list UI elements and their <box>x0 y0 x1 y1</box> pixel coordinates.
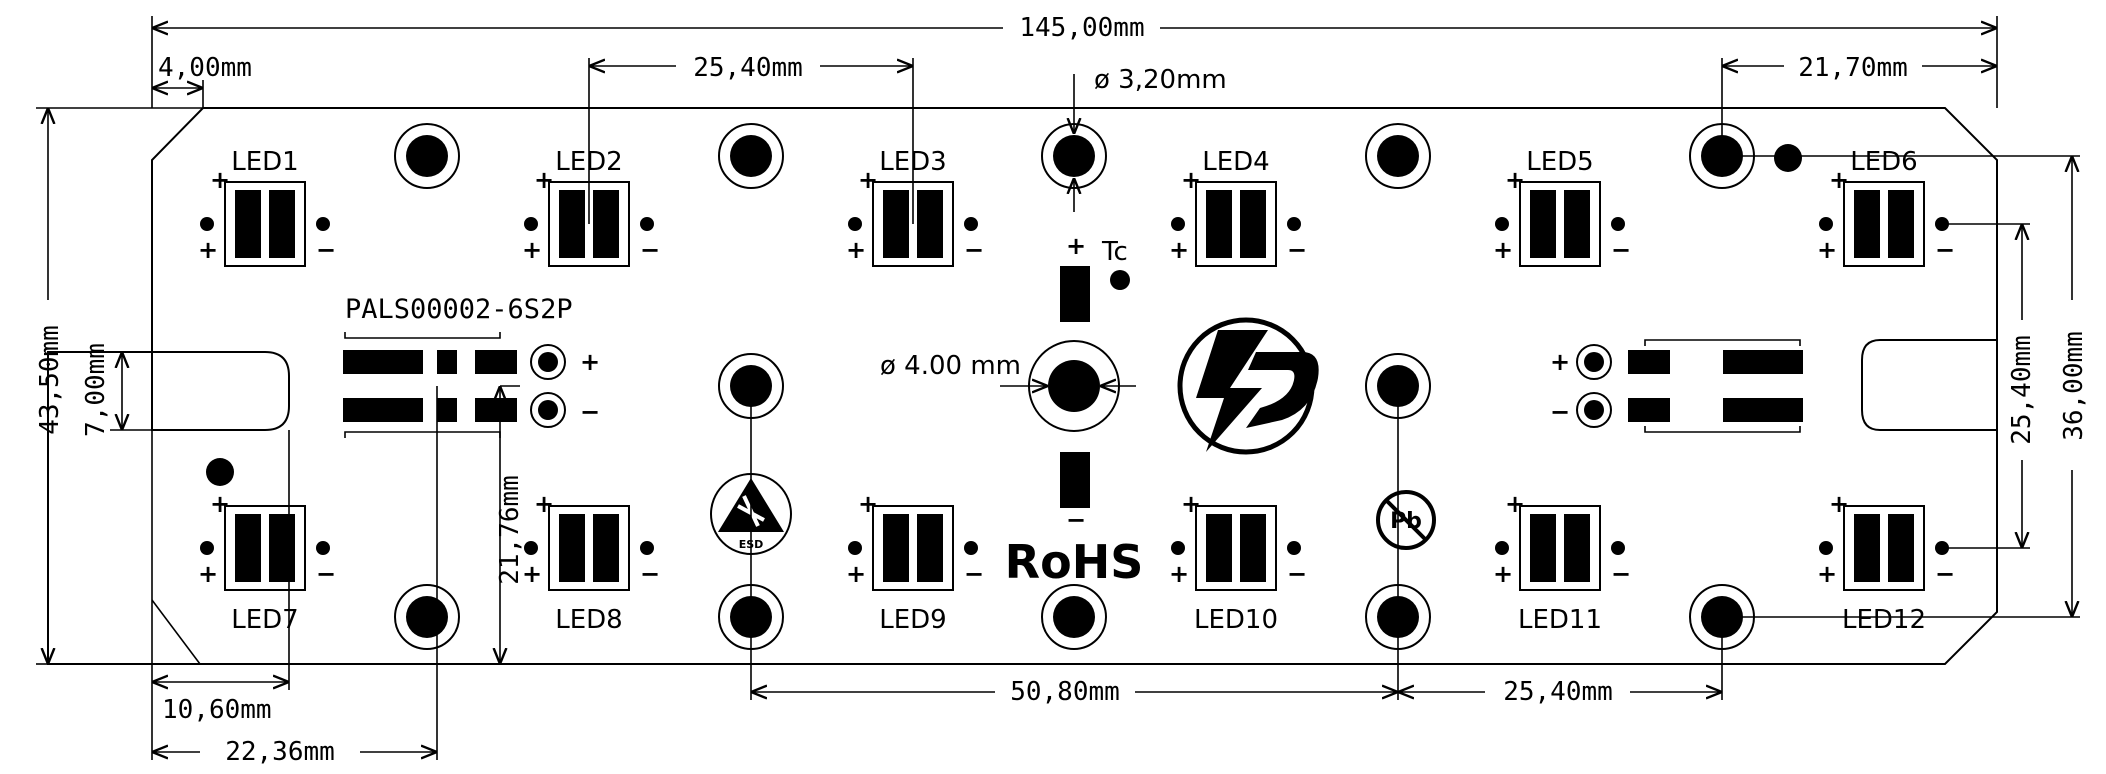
left-connector: PALS00002-6S2P + − <box>343 294 600 438</box>
right-notch <box>1861 339 1997 431</box>
svg-text:−: − <box>580 398 600 426</box>
dim-hole-pitch-horizontal: 50,80mm <box>750 386 1399 707</box>
svg-text:7,00mm: 7,00mm <box>81 343 111 437</box>
svg-text:+: + <box>1505 490 1525 518</box>
svg-text:+: + <box>534 490 554 518</box>
dim-overall-height: 43,50mm <box>35 107 203 665</box>
svg-text:+: + <box>1181 490 1201 518</box>
svg-text:+: + <box>1505 166 1525 194</box>
svg-text:−: − <box>964 560 984 588</box>
svg-text:−: − <box>1935 236 1955 264</box>
svg-text:+: + <box>522 560 542 588</box>
svg-text:−: − <box>1935 560 1955 588</box>
dim-hole-vertical-pitch: 36,00mm <box>1722 155 2089 618</box>
svg-text:+: + <box>1817 236 1837 264</box>
dim-led-pitch: 25,40mm <box>588 53 914 224</box>
svg-text:+: + <box>1181 166 1201 194</box>
svg-text:−: − <box>640 560 660 588</box>
part-number: PALS00002-6S2P <box>345 294 573 325</box>
svg-text:+: + <box>1066 232 1086 260</box>
svg-text:−: − <box>1550 398 1570 426</box>
svg-text:ø 4.00 mm: ø 4.00 mm <box>880 351 1021 381</box>
led-footprints <box>200 181 1949 591</box>
dim-hole-top: ø 3,20mm <box>1074 65 1227 212</box>
led-label: LED11 <box>1518 605 1602 635</box>
led-label: LED10 <box>1194 605 1278 635</box>
dim-right-vertical-pitch: 25,40mm <box>1942 223 2037 549</box>
svg-text:+: + <box>1829 490 1849 518</box>
svg-text:−: − <box>1611 236 1631 264</box>
rohs-mark: RoHS <box>1005 535 1144 589</box>
dim-center-hole: ø 4.00 mm <box>880 351 1136 386</box>
dim-hole-right-offset: 21,70mm <box>1721 53 1997 156</box>
led-label: LED1 <box>231 147 298 177</box>
pb-free-icon: Pb <box>1376 490 1436 550</box>
svg-text:10,60mm: 10,60mm <box>162 695 272 725</box>
svg-text:+: + <box>198 236 218 264</box>
dim-corner-offset: 4,00mm <box>152 53 252 108</box>
svg-text:+: + <box>210 166 230 194</box>
svg-text:+: + <box>1493 560 1513 588</box>
led-label: LED8 <box>555 605 622 635</box>
led-label: LED9 <box>879 605 946 635</box>
svg-text:36,00mm: 36,00mm <box>2059 331 2089 441</box>
svg-text:−: − <box>316 560 336 588</box>
tc-pad: + − Tc <box>1060 232 1128 534</box>
svg-text:+: + <box>858 166 878 194</box>
svg-text:21,70mm: 21,70mm <box>1798 53 1908 83</box>
svg-text:22,36mm: 22,36mm <box>225 737 335 767</box>
svg-text:+: + <box>580 348 600 376</box>
dim-hole-pitch-right: 25,40mm <box>1398 617 1723 707</box>
tc-label: Tc <box>1101 237 1128 267</box>
dim-connector-vertical: 21,76mm <box>495 385 525 664</box>
svg-text:+: + <box>846 236 866 264</box>
polarity-marks: ++− ++− ++− ++− ++− ++− ++− ++− ++− ++− … <box>198 166 1955 588</box>
svg-text:50,80mm: 50,80mm <box>1010 677 1120 707</box>
led-label: LED6 <box>1850 147 1917 177</box>
svg-text:4,00mm: 4,00mm <box>158 53 252 83</box>
led-label: LED5 <box>1526 147 1593 177</box>
svg-text:+: + <box>522 236 542 264</box>
right-connector: + − <box>1550 339 1803 433</box>
svg-text:43,50mm: 43,50mm <box>35 325 65 435</box>
svg-text:+: + <box>858 490 878 518</box>
dim-slot-depth: 10,60mm <box>151 430 290 760</box>
svg-text:−: − <box>964 236 984 264</box>
svg-text:25,40mm: 25,40mm <box>2007 335 2037 445</box>
svg-text:ø 3,20mm: ø 3,20mm <box>1094 65 1227 95</box>
svg-text:145,00mm: 145,00mm <box>1019 13 1144 43</box>
svg-text:25,40mm: 25,40mm <box>693 53 803 83</box>
svg-text:+: + <box>534 166 554 194</box>
dim-connector-offset: 22,36mm <box>152 386 438 767</box>
dim-slot-height: 7,00mm <box>81 343 152 437</box>
svg-text:+: + <box>1550 348 1570 376</box>
svg-text:25,40mm: 25,40mm <box>1503 677 1613 707</box>
svg-text:+: + <box>1493 236 1513 264</box>
led-label: LED7 <box>231 605 298 635</box>
svg-text:+: + <box>1169 560 1189 588</box>
svg-text:−: − <box>1287 236 1307 264</box>
svg-text:−: − <box>1066 506 1086 534</box>
svg-text:+: + <box>846 560 866 588</box>
led-label: LED4 <box>1202 147 1269 177</box>
svg-text:−: − <box>1611 560 1631 588</box>
lightning-logo-icon <box>1177 317 1319 455</box>
dim-overall-width: 145,00mm <box>151 13 1998 108</box>
svg-text:−: − <box>316 236 336 264</box>
svg-text:+: + <box>1829 166 1849 194</box>
svg-text:21,76mm: 21,76mm <box>495 475 525 585</box>
svg-text:−: − <box>1287 560 1307 588</box>
svg-text:+: + <box>1817 560 1837 588</box>
led-label: LED12 <box>1842 605 1926 635</box>
svg-text:−: − <box>640 236 660 264</box>
svg-text:+: + <box>1169 236 1189 264</box>
svg-text:+: + <box>198 560 218 588</box>
svg-text:+: + <box>210 490 230 518</box>
